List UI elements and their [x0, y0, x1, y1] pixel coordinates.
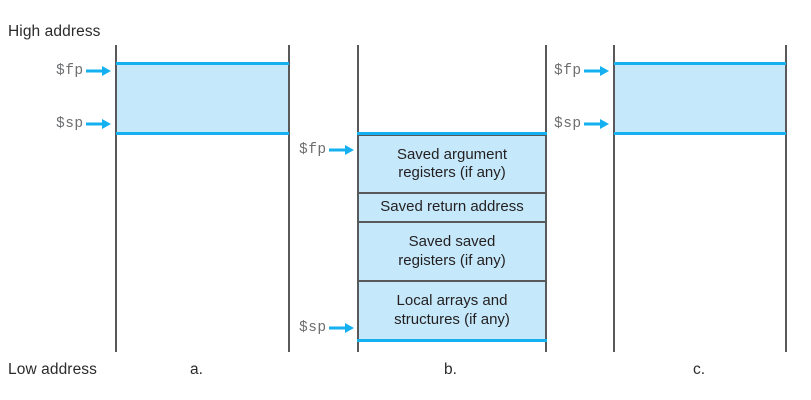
frame-box-line-1: Saved return address	[380, 198, 524, 216]
panel-b-fp-label: $fp	[299, 142, 327, 158]
frame-box-line-2: registers (if any)	[398, 164, 506, 181]
panel-b-fp-rule	[357, 132, 547, 135]
arrow-right-icon	[583, 119, 609, 129]
panel-a-fp-rule	[116, 62, 289, 65]
panel-a-fill-region	[117, 64, 288, 134]
frame-box-saved-argument-registers: Saved argument registers (if any)	[358, 135, 546, 193]
panel-b-sp-marker: $sp	[299, 319, 355, 337]
panel-a-sp-label: $sp	[56, 116, 84, 132]
panel-c-fill-region	[615, 64, 785, 134]
panel-a-caption: a.	[190, 361, 203, 378]
low-address-label: Low address	[8, 361, 97, 378]
frame-box-line-2: registers (if any)	[398, 251, 506, 269]
arrow-right-icon	[85, 119, 111, 129]
panel-b-sp-rule	[357, 339, 547, 342]
frame-box-line-1: Local arrays and	[396, 292, 508, 310]
panel-c-right-rail	[785, 45, 787, 352]
panel-c-fp-label: $fp	[554, 63, 582, 79]
panel-a-left-rail	[115, 45, 117, 352]
panel-c-fp-rule	[614, 62, 786, 65]
panel-c-sp-label: $sp	[554, 116, 582, 132]
panel-c-caption: c.	[693, 361, 706, 378]
panel-c-sp-rule	[614, 132, 786, 135]
panel-a-sp-rule	[116, 132, 289, 135]
panel-b-caption: b.	[444, 361, 457, 378]
frame-box-local-arrays-and-structures: Local arrays and structures (if any)	[358, 281, 546, 340]
frame-box-line-1: Saved argument	[396, 145, 508, 163]
frame-box-line-1: Saved saved	[408, 233, 496, 251]
panel-c-sp-marker: $sp	[554, 115, 610, 133]
arrow-right-icon	[583, 66, 609, 76]
panel-a-sp-marker: $sp	[56, 115, 112, 133]
arrow-right-icon	[328, 323, 354, 333]
high-address-label: High address	[8, 23, 101, 40]
panel-c-left-rail	[613, 45, 615, 352]
frame-box-saved-return-address: Saved return address	[358, 193, 546, 222]
arrow-right-icon	[328, 145, 354, 155]
panel-a-fp-label: $fp	[56, 63, 84, 79]
frame-box-saved-saved-registers: Saved saved registers (if any)	[358, 222, 546, 281]
panel-a-fp-marker: $fp	[56, 62, 112, 80]
panel-b-sp-label: $sp	[299, 320, 327, 336]
arrow-right-icon	[85, 66, 111, 76]
panel-c-fp-marker: $fp	[554, 62, 610, 80]
panel-a-right-rail	[288, 45, 290, 352]
panel-b-fp-marker: $fp	[299, 141, 355, 159]
frame-box-line-2: structures (if any)	[394, 310, 510, 328]
panel-b-right-rail	[545, 45, 547, 352]
